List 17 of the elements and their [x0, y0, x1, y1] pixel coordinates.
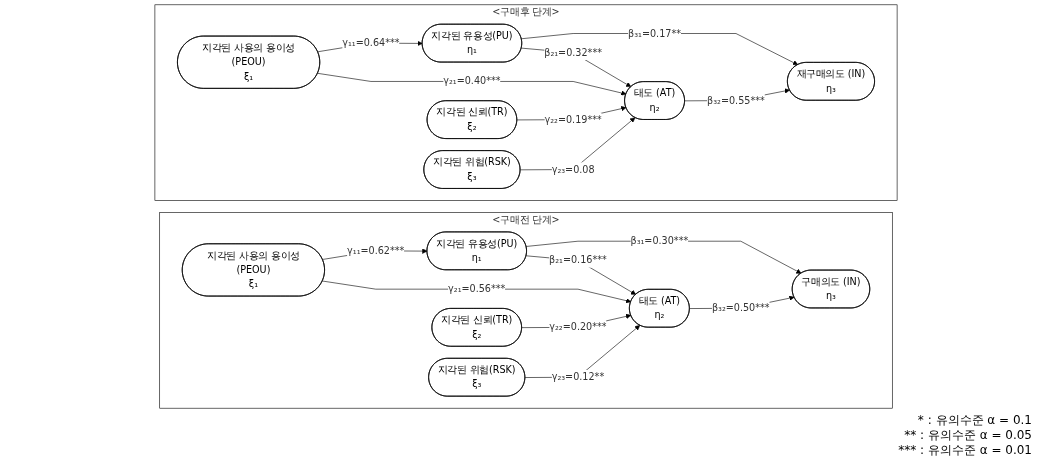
edge-label: β₃₂=0.50*** — [711, 302, 770, 314]
significance-note: * : 유의수준 α = 0.1 — [917, 413, 1032, 428]
edge-label: γ₂₃=0.08 — [551, 163, 595, 175]
edge-label: γ₁₁=0.62*** — [347, 244, 405, 257]
edge-label: β₃₁=0.17** — [628, 27, 682, 39]
edge-label: β₃₁=0.30*** — [630, 235, 689, 247]
significance-note: ** : 유의수준 α = 0.05 — [904, 428, 1032, 443]
edge-label: γ₁₁=0.64*** — [342, 37, 400, 49]
edge-label: γ₂₃=0.12** — [551, 371, 605, 383]
significance-note: *** : 유의수준 α = 0.01 — [898, 443, 1032, 458]
edge-label: γ₂₁=0.40*** — [443, 75, 501, 87]
edge-label: β₂₁=0.16*** — [549, 254, 607, 266]
edge-label: γ₂₂=0.19*** — [544, 113, 602, 126]
edge-label: β₃₂=0.55*** — [707, 94, 765, 106]
edge-label: β₂₁=0.32*** — [544, 46, 603, 59]
edge-label: γ₂₁=0.56*** — [448, 283, 506, 295]
edge-label: γ₂₂=0.20*** — [549, 321, 607, 333]
